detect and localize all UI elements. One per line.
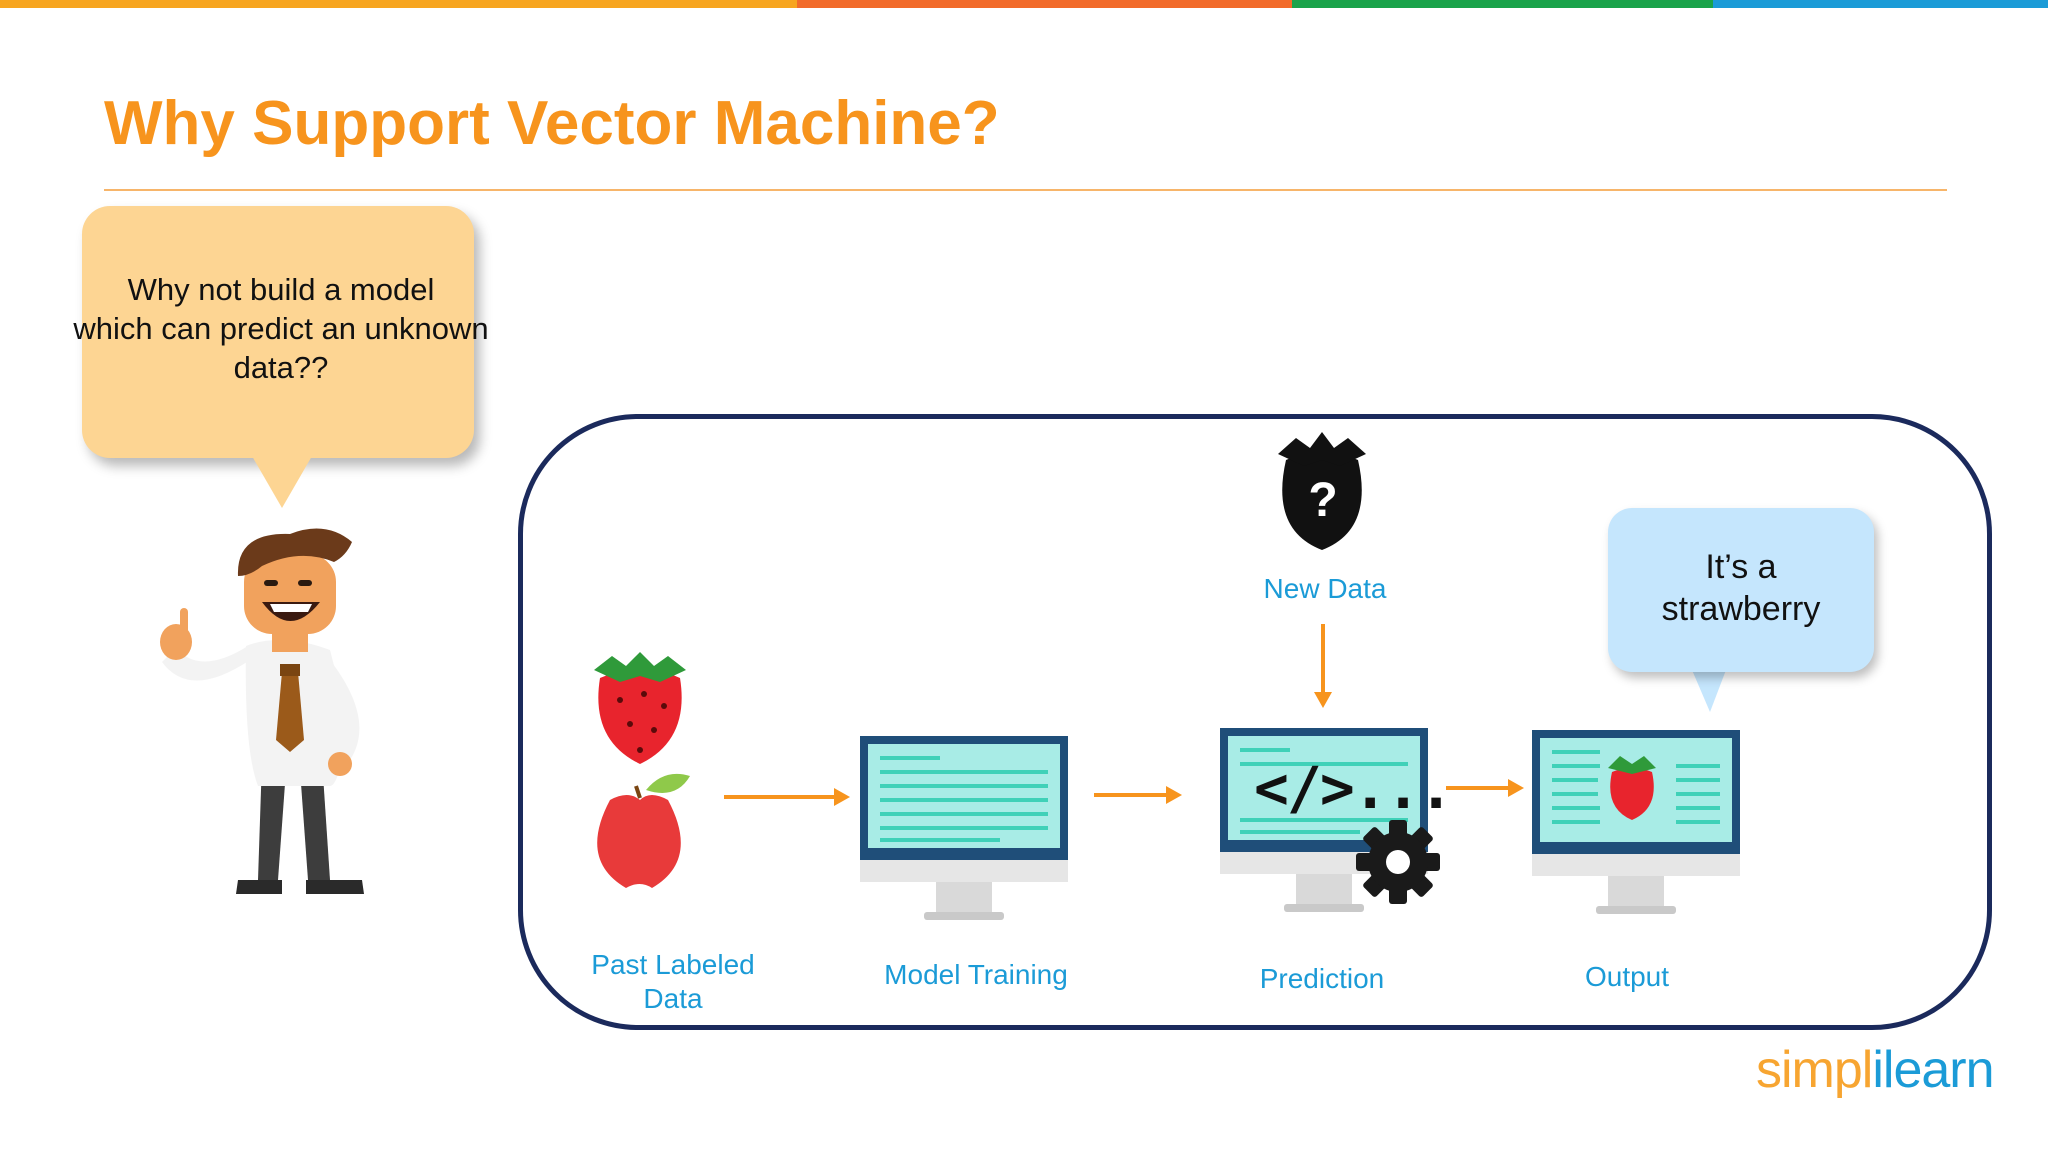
flow-arrow-3	[1446, 779, 1524, 797]
flow-arrow-1	[724, 788, 850, 806]
past-data-line-1: Past Labeled	[591, 949, 755, 980]
logo-part-simpl: simpl	[1756, 1041, 1873, 1099]
speech-bubble	[82, 206, 474, 458]
output-bubble	[1608, 508, 1874, 672]
unknown-strawberry-icon	[1278, 432, 1366, 550]
slide-title: Why Support Vector Machine?	[104, 89, 1000, 158]
step-label-model-training: Model Training	[884, 959, 1068, 990]
speech-bubble-text: Why not build a model which can predict …	[60, 270, 502, 387]
output-bubble-tail	[1692, 670, 1726, 712]
output-line-2: strawberry	[1661, 590, 1821, 628]
top-bar-yellow	[0, 0, 797, 8]
output-monitor-icon	[1532, 730, 1740, 914]
output-line-1: It’s a	[1705, 548, 1777, 586]
strawberry-icon	[594, 652, 686, 764]
speech-line-2: which can predict an unknown	[73, 311, 489, 346]
simplilearn-logo: simplilearn	[1756, 1040, 1995, 1100]
output-bubble-text: It’s a strawberry	[1608, 546, 1874, 630]
step-label-prediction: Prediction	[1259, 963, 1385, 994]
gear-icon	[1356, 820, 1440, 904]
logo-part-learn: learn	[1882, 1041, 1995, 1099]
top-bar-green	[1292, 0, 1713, 8]
speech-line-3: data??	[233, 350, 329, 385]
new-data-arrow	[1314, 624, 1332, 708]
flow-arrow-2	[1094, 786, 1182, 804]
top-bar-orange	[797, 0, 1292, 8]
step-label-output: Output	[1584, 961, 1670, 992]
unknown-mark: ?	[1308, 474, 1338, 527]
apple-icon	[597, 773, 690, 888]
monitor-icon	[860, 736, 1068, 920]
top-bar-blue	[1713, 0, 2048, 8]
code-symbol: </>...	[1254, 754, 1454, 822]
process-frame	[518, 414, 1992, 1030]
title-divider	[104, 189, 1947, 191]
step-label-past-data: Past Labeled Data	[560, 948, 786, 1016]
new-data-label: New Data	[1263, 573, 1387, 604]
past-data-line-2: Data	[643, 983, 703, 1014]
logo-part-i: i	[1872, 1041, 1884, 1099]
speech-line-1: Why not build a model	[127, 272, 435, 307]
top-color-bar	[0, 0, 2048, 8]
